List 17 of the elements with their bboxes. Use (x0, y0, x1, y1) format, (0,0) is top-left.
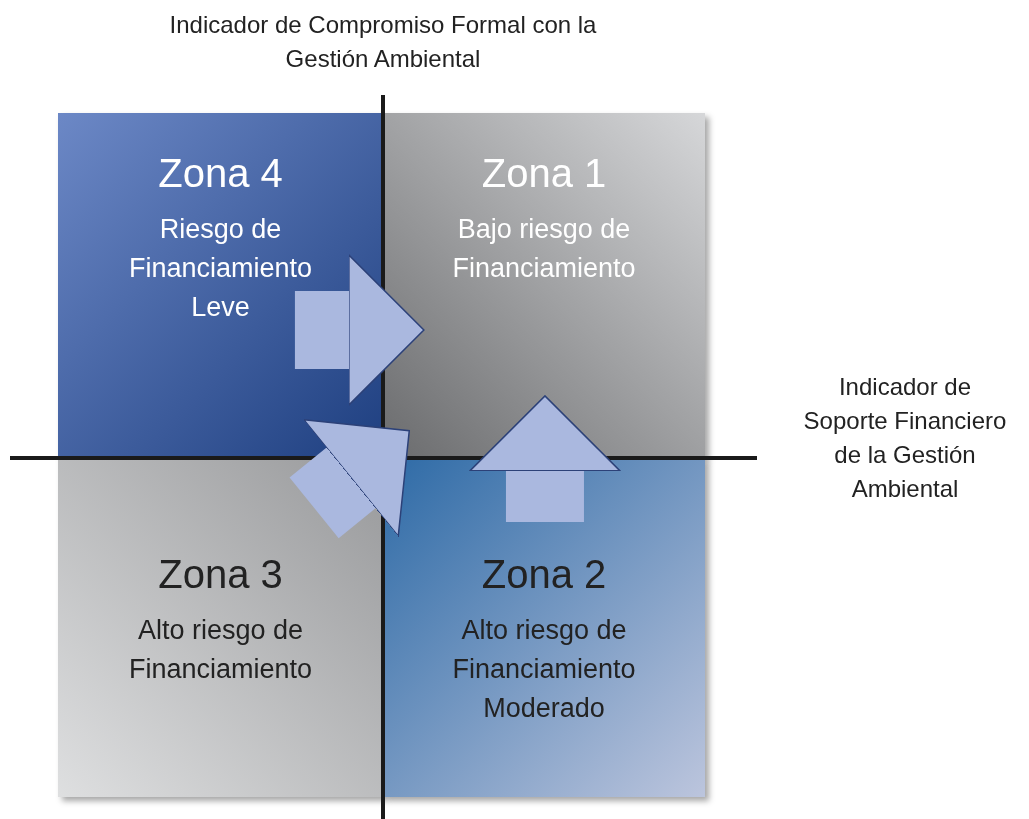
zone-description: Alto riesgo de Financiamiento Moderado (451, 614, 637, 725)
zone-title: Zona 1 (480, 151, 608, 196)
zone-description: Riesgo de Financiamiento Leve (127, 213, 314, 324)
block-arrow (289, 418, 410, 539)
zone-panel (58, 458, 383, 797)
zone-panel (383, 458, 705, 797)
block-arrow (469, 395, 621, 523)
zone-title: Zona 3 (157, 552, 284, 597)
zone-panel (58, 113, 383, 458)
zone-description: Bajo riesgo de Financiamiento (451, 213, 637, 285)
block-arrow (294, 254, 425, 406)
zone-title: Zona 2 (480, 552, 608, 597)
zone-panel (383, 113, 705, 458)
axis-title: Indicador de Compromiso Formal con la Gestión Ambiental (168, 10, 598, 74)
axis-title: Indicador de Soporte Financiero de la Gestión Ambiental (802, 372, 1008, 504)
zone-description: Alto riesgo de Financiamiento (127, 614, 314, 686)
zone-title: Zona 4 (157, 151, 284, 196)
